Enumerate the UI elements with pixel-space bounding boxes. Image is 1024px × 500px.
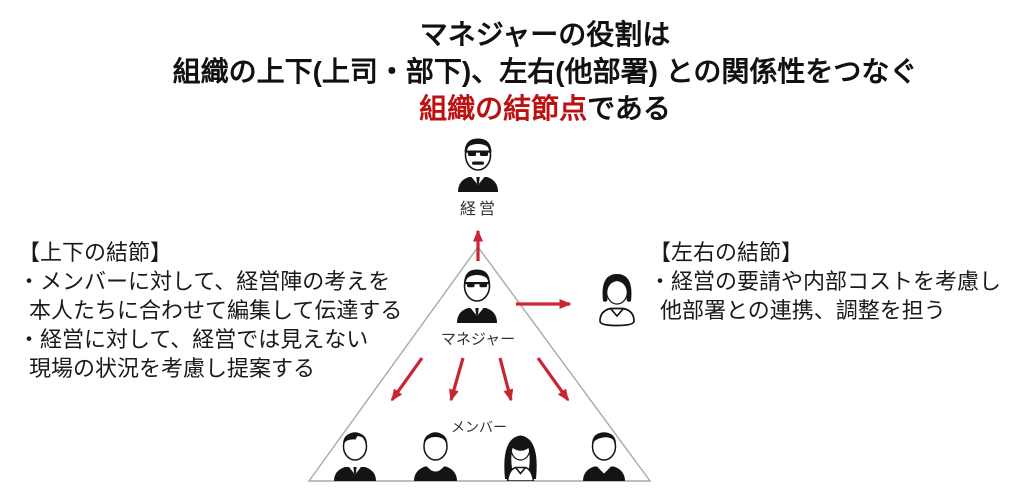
note-line: 現場の状況を考慮し提案する [29, 356, 316, 381]
title-line-3: 組織の結節点である [66, 90, 1024, 127]
manager-icon [453, 265, 501, 323]
manager-label: マネジャー [440, 331, 516, 348]
executive-icon [455, 134, 501, 192]
member-man-icon [412, 429, 459, 481]
note-line: 他部署との連携、調整を担う [660, 298, 946, 323]
arrow-down-to-member-4 [536, 357, 570, 402]
horizontal-connection-note: 【左右の結節】 ・経営の要請や内部コストを考慮し 他部署との連携、調整を担う [649, 238, 1023, 325]
slide-title: マネジャーの役割は 組織の上下(上司・部下)、左右(他部署) との関係性をつなぐ… [66, 16, 1024, 127]
triangle-outline [307, 245, 652, 482]
title-line-3-rest: である [587, 93, 671, 124]
note-line: ・経営に対して、経営では見えない [18, 327, 369, 352]
note-line: 本人たちに合わせて編集して伝達する [29, 298, 403, 323]
title-line-2: 組織の上下(上司・部下)、左右(他部署) との関係性をつなぐ [172, 56, 918, 87]
vertical-connection-heading: 【上下の結節】 [18, 240, 173, 265]
vertical-connection-note: 【上下の結節】 ・メンバーに対して、経営陣の考えを 本人たちに合わせて編集して伝… [18, 238, 420, 383]
note-line: ・経営の要請や内部コストを考慮し [649, 269, 1002, 294]
member-man-icon [581, 429, 627, 481]
arrow-down-to-member-3 [498, 357, 514, 402]
members-label: メンバー [451, 419, 507, 435]
member-man-suit-icon [332, 429, 378, 481]
executive-label: 経営 [459, 201, 498, 218]
member-woman-icon [497, 429, 544, 481]
other-department-person-icon [593, 269, 641, 327]
org-triangle-canvas [307, 229, 652, 482]
note-line: ・メンバーに対して、経営陣の考えを [18, 269, 391, 294]
title-line-1: マネジャーの役割は [419, 19, 671, 50]
horizontal-connection-heading: 【左右の結節】 [649, 240, 804, 265]
arrow-down-to-member-1 [390, 357, 424, 402]
title-line-3-accent: 組織の結節点 [419, 93, 588, 124]
arrow-down-to-member-2 [449, 357, 465, 402]
